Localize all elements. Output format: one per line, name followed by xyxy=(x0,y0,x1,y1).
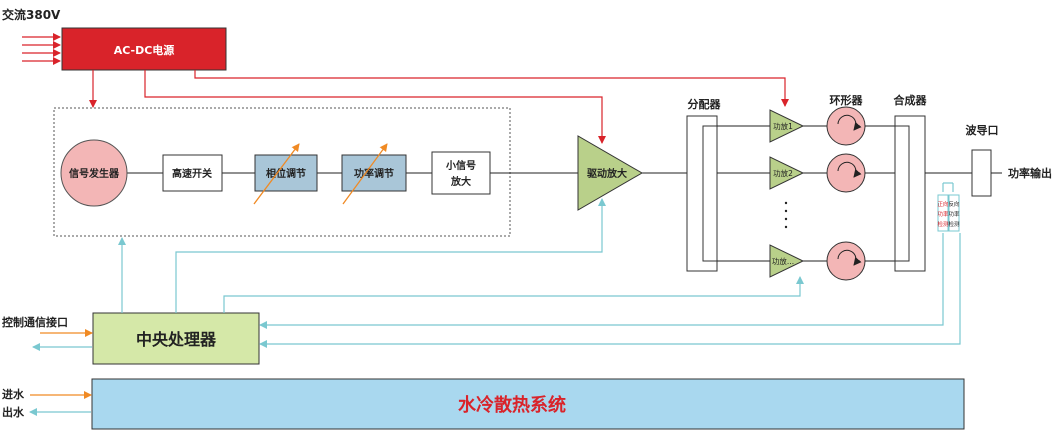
waveguide-label: 波导口 xyxy=(966,123,999,137)
forward-detect-label-3: 检测 xyxy=(937,220,949,228)
combiner-inner xyxy=(894,125,910,262)
power-amp-2 xyxy=(769,156,805,190)
power-amp-n xyxy=(769,244,805,278)
psu-box xyxy=(61,27,227,71)
reverse-detect-label-3: 检测 xyxy=(948,220,960,228)
reverse-detect-label-1: 反向 xyxy=(948,200,959,208)
cooling-system xyxy=(91,378,965,430)
comm-interface-label: 控制通信接口 xyxy=(2,315,68,329)
cpu-box xyxy=(92,312,260,365)
forward-detect-label-2: 功率 xyxy=(937,210,949,218)
reverse-detect-label-2: 功率 xyxy=(948,210,960,218)
power-adjust-label: 功率调节 xyxy=(354,167,394,180)
circulator-2 xyxy=(826,153,866,193)
splitter-outer xyxy=(686,115,718,272)
ellipsis-dots xyxy=(784,201,788,229)
power-amp-1-label: 功放1 xyxy=(773,121,793,131)
high-speed-switch xyxy=(162,154,223,192)
power-output-label: 功率输出 xyxy=(1008,166,1052,180)
psu-label: AC-DC电源 xyxy=(114,43,175,57)
ac-input-label: 交流380V xyxy=(2,7,61,22)
forward-detect-label-1: 正向 xyxy=(937,200,948,208)
phase-adjust-arrow xyxy=(253,143,300,205)
circulator-outputs xyxy=(865,125,895,262)
power-amp-2-label: 功放2 xyxy=(773,168,793,178)
combiner-label: 合成器 xyxy=(894,93,928,107)
small-signal-amp-label-2: 放大 xyxy=(450,175,471,188)
directional-coupler xyxy=(937,182,960,232)
pa-outputs xyxy=(803,125,827,262)
signal-generator xyxy=(60,139,128,207)
water-in-label: 进水 xyxy=(2,387,25,401)
power-lines xyxy=(89,70,789,144)
splitter-inner xyxy=(702,125,718,262)
cooling-system-label: 水冷散热系统 xyxy=(458,394,566,416)
power-adjust-arrow xyxy=(342,143,388,205)
signal-generator-label: 信号发生器 xyxy=(69,167,120,180)
splitter-outputs xyxy=(717,125,770,262)
small-signal-amp xyxy=(431,151,491,195)
power-amp-1 xyxy=(769,109,805,143)
small-signal-amp-label-1: 小信号 xyxy=(445,159,476,172)
driver-amp xyxy=(577,135,643,211)
high-speed-switch-label: 高速开关 xyxy=(172,167,212,180)
power-amp-n-label: 功放... xyxy=(772,256,794,266)
waveguide-port xyxy=(971,149,992,197)
circulator-1 xyxy=(826,106,866,146)
circulator-n xyxy=(826,241,866,281)
driver-amp-label: 驱动放大 xyxy=(587,167,627,180)
phase-adjust-label: 相位调节 xyxy=(266,167,306,180)
splitter-label: 分配器 xyxy=(688,97,722,111)
cpu-label: 中央处理器 xyxy=(136,330,217,349)
ac-input-arrows xyxy=(22,33,61,65)
control-lines xyxy=(118,198,961,348)
combiner-outer xyxy=(894,115,926,272)
circulator-label: 环形器 xyxy=(830,94,864,107)
signal-chain-group xyxy=(53,107,511,237)
water-out-label: 出水 xyxy=(2,405,25,419)
